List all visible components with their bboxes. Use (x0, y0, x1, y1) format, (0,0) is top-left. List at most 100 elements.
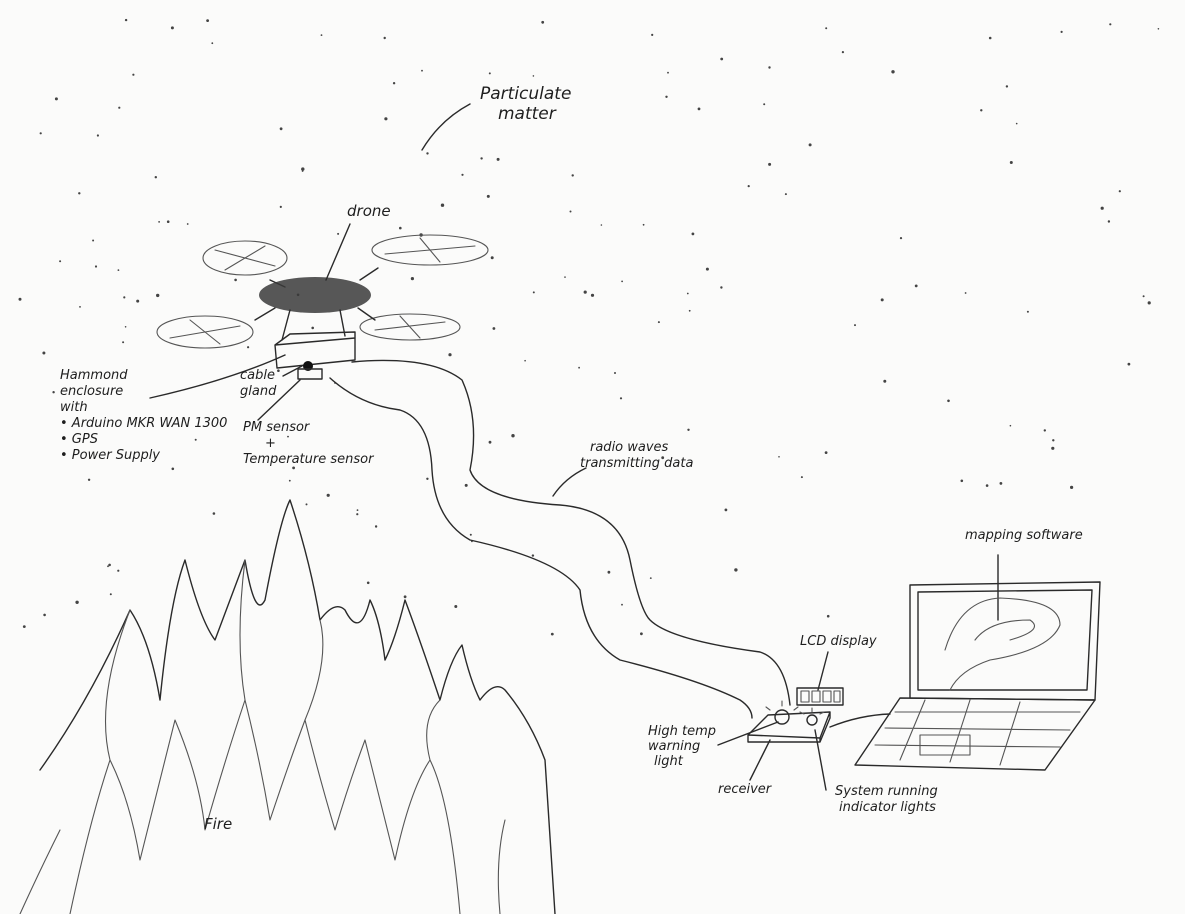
particle-dot (311, 326, 315, 330)
particle-dot (490, 256, 494, 260)
particle-dot (1127, 362, 1131, 366)
particle-dot (651, 33, 654, 37)
sensor-box (297, 368, 323, 380)
receiver-label: receiver (718, 782, 772, 797)
particle-dot (124, 326, 127, 328)
label-line: gland (240, 384, 277, 399)
label-line: indicator lights (839, 800, 936, 815)
particle-dot (824, 451, 828, 454)
particle-dot (124, 18, 128, 22)
particle-dot (1009, 424, 1012, 427)
lcd-display-label: LCD display (800, 634, 877, 649)
particle-dot (279, 205, 282, 208)
particle-dot (1043, 429, 1047, 432)
particle-dot (212, 512, 216, 515)
particle-dot (43, 613, 46, 617)
label-line: light (654, 754, 683, 769)
particle-dot (492, 327, 496, 330)
particle-dot (531, 554, 535, 557)
particle-dot (448, 353, 452, 357)
particle-dot (687, 428, 690, 431)
particle-dot (705, 267, 709, 271)
particle-dot (697, 107, 701, 111)
drone-label: drone (347, 202, 391, 220)
particle-dot (158, 221, 161, 223)
particle-dot (42, 351, 46, 355)
particle-dot (532, 75, 535, 77)
particle-dot (287, 435, 289, 438)
list-item: • Power Supply (60, 448, 161, 463)
label-line: radio waves (590, 440, 669, 455)
particle-dot (564, 276, 566, 278)
particle-dot (421, 69, 423, 72)
cable-gland-label: cable gland (240, 368, 276, 400)
particle-dot (374, 525, 378, 528)
particle-dot (79, 306, 81, 308)
particle-dot (1051, 446, 1055, 450)
particle-dot (1107, 220, 1111, 223)
particle-dot (688, 309, 691, 312)
particle-dot (410, 277, 414, 281)
particle-dot (1142, 295, 1145, 298)
particle-dot (784, 193, 787, 196)
particle-dot (440, 203, 445, 207)
particle-dot (841, 51, 845, 54)
particle-dot (621, 280, 623, 283)
particle-dot (426, 477, 429, 480)
particle-dot (1157, 28, 1160, 30)
particle-dot (1109, 23, 1112, 26)
particle-dot (305, 503, 308, 506)
particle-dot (524, 359, 526, 362)
particle-dot (947, 399, 950, 403)
list-item: • GPS (60, 432, 98, 447)
particle-dot (92, 239, 95, 242)
particle-dot (825, 27, 828, 30)
particle-dot (247, 346, 250, 349)
particle-dot (980, 109, 983, 112)
particle-dot (883, 379, 887, 383)
propeller-front-right (371, 234, 489, 266)
particle-dot (1009, 161, 1013, 164)
particle-dot (18, 297, 22, 301)
particle-dot (108, 563, 111, 567)
particle-dot (891, 70, 895, 74)
particle-dot (747, 185, 750, 188)
leader-lines (149, 103, 999, 791)
particle-dot (1015, 122, 1018, 125)
particle-dot (486, 194, 490, 198)
particle-dot (720, 286, 723, 289)
particle-dot (383, 36, 386, 40)
particle-dot (642, 223, 645, 226)
particle-dot (1100, 206, 1104, 210)
laptop (854, 581, 1101, 771)
particle-dot (399, 226, 402, 230)
particle-dot (1005, 85, 1009, 88)
particle-dot (123, 296, 126, 299)
particle-dot (122, 341, 125, 344)
system-light (806, 714, 818, 726)
particle-dot (426, 152, 429, 155)
enclosure-label: Hammond enclosure with • Arduino MKR WAN… (60, 368, 227, 464)
particle-dot (234, 278, 237, 282)
particle-dot (166, 220, 170, 223)
particle-dot (22, 625, 26, 628)
particle-dot (488, 440, 492, 444)
particle-dot (52, 391, 55, 394)
particle-dot (768, 66, 771, 69)
particle-dot (665, 95, 668, 99)
fire-label: Fire (204, 815, 233, 833)
particle-dot (571, 174, 574, 177)
particle-dot (724, 508, 728, 512)
particle-dot (392, 82, 396, 85)
particle-dot (667, 71, 669, 74)
warning-light-label: High temp warning light (648, 724, 716, 769)
particle-dot (292, 466, 295, 470)
particle-dot (569, 210, 572, 213)
warning-light (774, 709, 790, 725)
drone (156, 234, 489, 349)
particle-dot (288, 479, 291, 482)
label-line: warning (648, 739, 701, 754)
particle-dot (109, 593, 112, 596)
particle-dot (621, 603, 623, 606)
